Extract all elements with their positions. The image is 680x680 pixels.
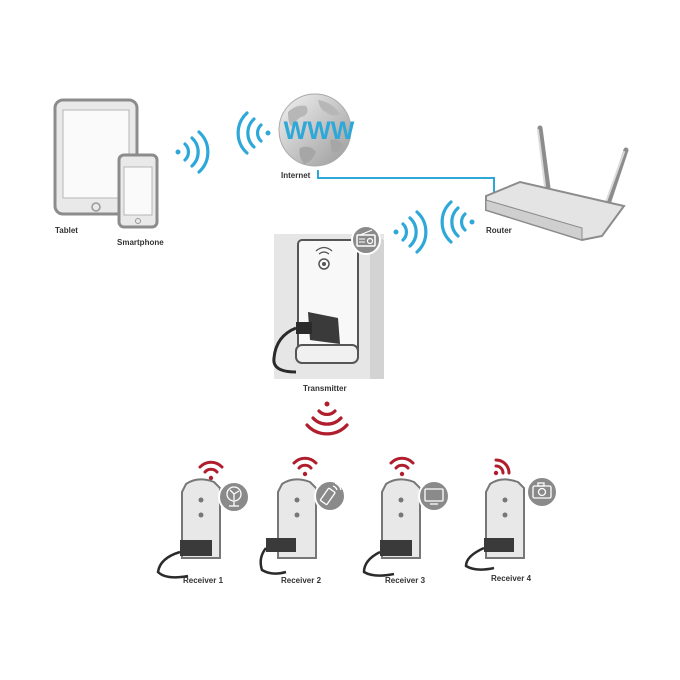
receiver-3 (362, 456, 450, 577)
receiver-3-signal-icon (389, 456, 415, 477)
radio-icon (351, 225, 381, 255)
internet-wifi-icon (236, 111, 271, 155)
receiver-4-signal-icon (493, 458, 511, 476)
internet-label: Internet (281, 171, 311, 180)
internet-router-link (317, 170, 495, 192)
smartphone-label: Smartphone (117, 238, 164, 247)
tablet-label: Tablet (55, 226, 78, 235)
receiver-2-label: Receiver 2 (281, 576, 322, 585)
receiver-1-signal-icon (198, 460, 224, 481)
tablet-wifi-icon (175, 130, 210, 174)
receiver-3-label: Receiver 3 (385, 576, 426, 585)
fan-icon (226, 486, 242, 507)
router-device (485, 125, 629, 242)
smartphone-device (117, 153, 159, 229)
receiver-1-label: Receiver 1 (183, 576, 224, 585)
receiver-4-label: Receiver 4 (491, 574, 532, 583)
router-wifi-icon (440, 200, 475, 244)
transmitter-device (272, 234, 384, 379)
tablet-device (53, 98, 139, 216)
router-label: Router (486, 226, 512, 235)
receiver-2 (259, 456, 346, 575)
receiver-1 (156, 460, 250, 579)
tv-icon (424, 488, 444, 505)
transmitter-wifi-icon (393, 210, 428, 254)
receiver-4 (464, 458, 558, 571)
remote-control-icon (319, 482, 342, 506)
transmitter-label: Transmitter (303, 384, 347, 393)
camera-icon (532, 482, 552, 499)
www-text: WWW (284, 117, 355, 145)
transmitter-rf-signal-icon (305, 401, 349, 436)
receiver-2-signal-icon (292, 456, 318, 477)
internet-globe-icon (278, 93, 352, 167)
